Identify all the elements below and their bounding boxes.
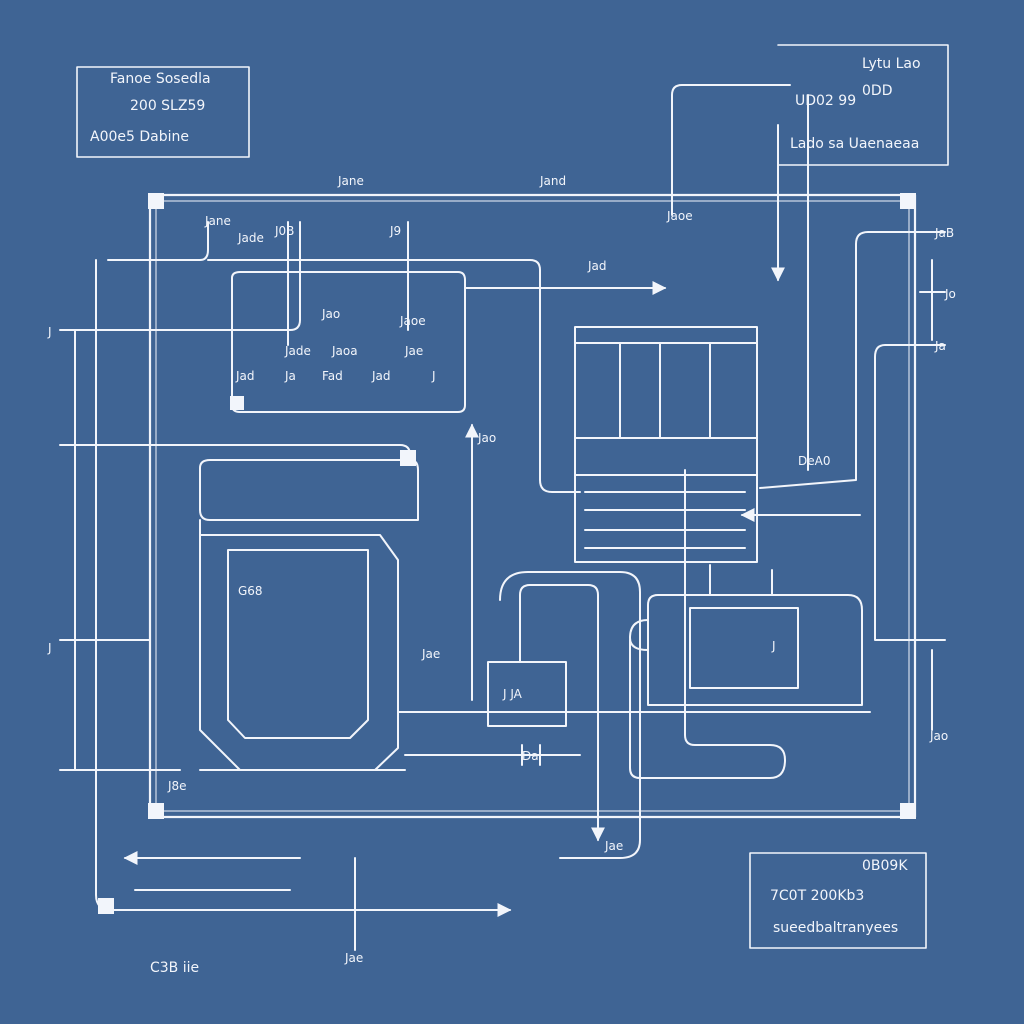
tr-line4: Lado sa Uaenaeaa (790, 136, 919, 152)
right-pipe-b (874, 344, 946, 641)
outer-wire-left (107, 221, 209, 261)
tl-line1: Fanoe Sosedla (110, 71, 211, 87)
tr-line3: UD02 99 (795, 93, 856, 109)
frame-corner-br (900, 803, 916, 819)
valve-symbol (404, 744, 581, 766)
label-monitor: J (771, 639, 776, 653)
label-ul-a: Jane (204, 214, 231, 228)
monitor-screen (689, 607, 799, 689)
panel-corner (230, 396, 244, 410)
label-arrow: Jad (587, 259, 607, 273)
label-panel-row2-2: Fad (322, 369, 343, 383)
tl-line3: A00e5 Dabine (90, 129, 189, 145)
panel-upper-left (231, 271, 466, 413)
monitor-cable (629, 469, 786, 779)
control-loop (499, 571, 641, 859)
label-tank: G68 (238, 584, 263, 598)
label-left-b: J (47, 641, 52, 655)
label-panel-b: Jaoe (399, 314, 426, 328)
br-line1: 0B09K (862, 858, 908, 874)
tank-corner (400, 450, 416, 466)
control-box (487, 661, 567, 727)
right-tick (919, 259, 946, 731)
footer-code: C3B iie (150, 960, 199, 976)
title-block-top-right (777, 44, 949, 166)
frame-corner-bl (148, 803, 164, 819)
label-down-arrow: Jae (604, 839, 623, 853)
bottom-corner (98, 898, 114, 914)
main-frame (148, 193, 917, 819)
label-panel-row1-0: Jade (284, 344, 311, 358)
label-panel-row1-1: Jaoa (331, 344, 358, 358)
label-right-c: Ja (934, 339, 946, 353)
label-right-a: JaB (934, 226, 954, 240)
label-bottom-mark: Jae (344, 951, 363, 965)
title-block-bottom-right (749, 852, 927, 949)
main-frame-inner (155, 200, 910, 812)
label-panel-row2-4: J (431, 369, 436, 383)
label-cabinet-right: DeA0 (798, 454, 830, 468)
left-tick-b (59, 444, 411, 456)
cabinet (574, 326, 758, 563)
label-right-b: Jo (944, 287, 956, 301)
tr-line2: 0DD (862, 83, 892, 99)
tank-body (199, 519, 399, 771)
label-top-a: Jane (337, 174, 364, 188)
label-up-arrow: Jao (477, 431, 496, 445)
br-line3: sueedbaltranyees (773, 920, 898, 936)
label-panel-row1-2: Jae (404, 344, 423, 358)
control-wire (519, 584, 605, 842)
label-panel-a: Jao (321, 307, 340, 321)
label-low-a: J8e (167, 779, 187, 793)
label-panel-row2-1: Ja (284, 369, 296, 383)
label-tank-note: Jae (421, 647, 440, 661)
label-right-d: Jao (929, 729, 948, 743)
tank-window (227, 549, 369, 739)
cabinet-drawer-lines (584, 491, 746, 549)
label-ctrl: J JA (502, 687, 523, 701)
tl-line2: 200 SLZ59 (130, 98, 205, 114)
panel-wire-top (207, 259, 581, 493)
br-line2: 7C0T 200Kb3 (770, 888, 864, 904)
right-pipe-a (759, 231, 946, 489)
label-panel-row2-3: Jad (371, 369, 391, 383)
label-panel-row2-0: Jad (235, 369, 255, 383)
left-tick-a (59, 221, 301, 331)
label-valve: Dal (522, 749, 542, 763)
title-block-top-left (76, 66, 250, 158)
label-upper-mid: J9 (389, 224, 401, 238)
frame-corner-tr (900, 193, 916, 209)
label-junction: Jaoe (666, 209, 693, 223)
tr-line1: Lytu Lao (862, 56, 921, 72)
label-left-a: J (47, 325, 52, 339)
tank-lid (199, 459, 419, 521)
frame-corner-tl (148, 193, 164, 209)
feed-line-top (671, 84, 791, 216)
label-top-b: Jand (539, 174, 566, 188)
label-ul-b: Jade (237, 231, 264, 245)
label-ul-c: J0B (274, 224, 294, 238)
cabinet-slats (619, 342, 711, 439)
monitor-knob (629, 619, 649, 651)
monitor-feed (709, 564, 773, 596)
monitor-body (647, 594, 863, 706)
